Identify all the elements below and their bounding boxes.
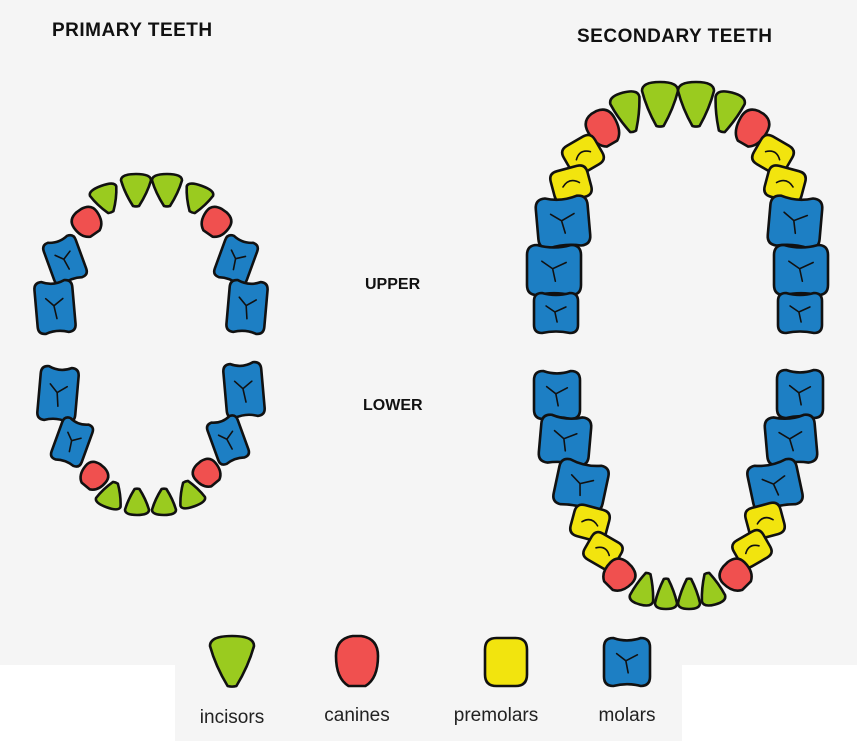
primary-tooth-incisor-18 (179, 479, 207, 510)
primary-tooth-molar-8 (212, 233, 260, 287)
secondary-tooth-incisor-31 (653, 577, 679, 611)
secondary-tooth-incisor-4 (714, 90, 747, 134)
secondary-tooth-molar-15 (532, 291, 580, 335)
legend-label-molars: molars (598, 705, 656, 726)
legend-canine-icon (334, 634, 380, 688)
secondary-tooth-incisor-29 (628, 571, 655, 607)
primary-tooth-molar-14 (205, 414, 251, 466)
secondary-tooth-premolar-26 (731, 528, 773, 570)
primary-teeth-arch (33, 172, 269, 517)
lower-jaw-label: LOWER (363, 397, 423, 414)
secondary-tooth-incisor-32 (676, 577, 702, 611)
primary-tooth-incisor-17 (94, 480, 122, 511)
primary-tooth-molar-13 (49, 416, 95, 468)
primary-tooth-molar-9 (33, 278, 77, 336)
secondary-teeth-arch (525, 80, 830, 611)
legend-panel (175, 624, 682, 741)
primary-tooth-molar-11 (36, 364, 80, 424)
secondary-tooth-premolar-7 (560, 133, 606, 177)
legend-premolar-icon (483, 636, 529, 688)
primary-tooth-molar-7 (41, 233, 89, 287)
primary-tooth-molar-12 (222, 360, 266, 420)
primary-tooth-incisor-3 (88, 182, 118, 215)
upper-jaw-label: UPPER (365, 276, 421, 293)
legend-incisor-icon (208, 634, 256, 688)
legend-label-premolars: premolars (453, 705, 539, 726)
secondary-tooth-canine-28 (718, 557, 753, 592)
secondary-tooth-molar-16 (776, 291, 824, 335)
secondary-tooth-molar-22 (746, 457, 804, 513)
legend-label-canines: canines (324, 705, 390, 726)
secondary-tooth-canine-6 (734, 108, 771, 148)
primary-tooth-canine-5 (70, 205, 103, 239)
secondary-tooth-molar-13 (525, 243, 583, 297)
secondary-tooth-molar-20 (763, 413, 819, 467)
primary-tooth-canine-16 (191, 457, 222, 488)
primary-tooth-canine-6 (200, 205, 233, 239)
primary-tooth-canine-15 (79, 460, 110, 491)
primary-tooth-incisor-20 (150, 487, 178, 517)
secondary-tooth-incisor-30 (700, 571, 727, 607)
primary-tooth-incisor-4 (185, 182, 215, 215)
secondary-tooth-molar-18 (775, 368, 825, 420)
secondary-tooth-molar-11 (534, 194, 592, 250)
secondary-tooth-canine-27 (602, 557, 637, 592)
primary-tooth-incisor-19 (123, 487, 151, 517)
secondary-tooth-molar-12 (766, 194, 824, 250)
secondary-tooth-incisor-3 (608, 90, 641, 134)
secondary-tooth-molar-14 (772, 243, 830, 297)
primary-teeth-heading: PRIMARY TEETH (52, 20, 213, 41)
legend-molar-icon (602, 636, 652, 688)
primary-tooth-incisor-1 (119, 172, 153, 208)
secondary-tooth-incisor-2 (676, 80, 716, 128)
secondary-tooth-incisor-1 (640, 80, 680, 128)
diagram-panel (0, 0, 857, 665)
secondary-tooth-molar-17 (532, 369, 582, 421)
legend-icons (208, 634, 652, 688)
legend-label-incisors: incisors (199, 707, 265, 728)
primary-tooth-molar-10 (225, 278, 269, 336)
secondary-teeth-heading: SECONDARY TEETH (577, 26, 773, 47)
primary-tooth-incisor-2 (150, 172, 184, 208)
